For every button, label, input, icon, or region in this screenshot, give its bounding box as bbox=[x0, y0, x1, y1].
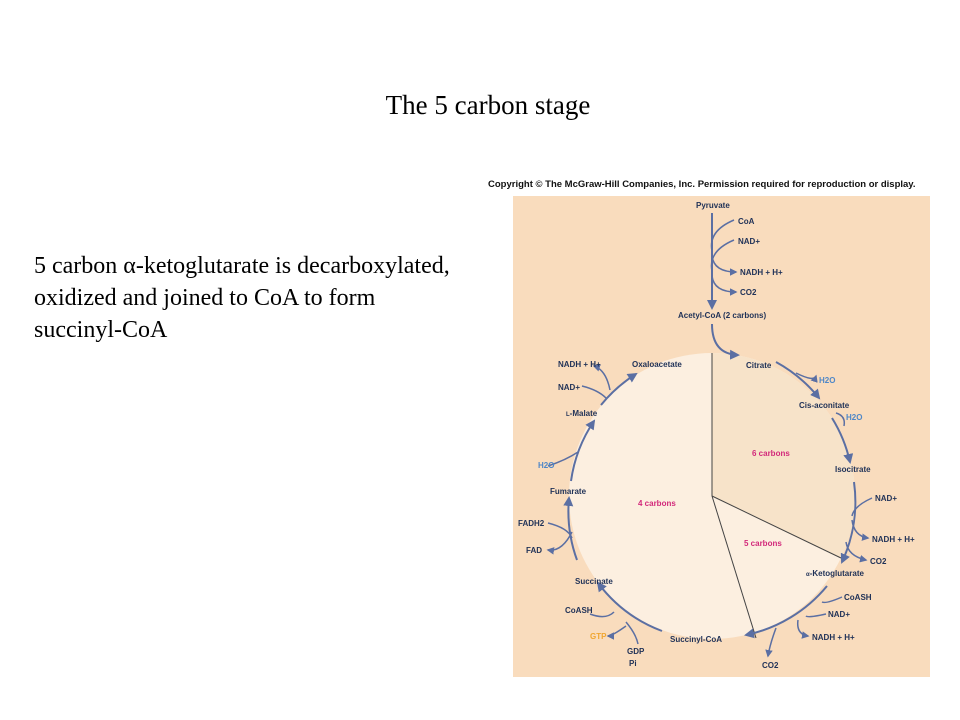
slide-title: The 5 carbon stage bbox=[385, 90, 591, 120]
acetyl-entry-arrow bbox=[711, 323, 740, 360]
label-h2o-1: H2O bbox=[819, 376, 835, 385]
label-coash-suc: CoASH bbox=[565, 606, 593, 615]
label-nadh-top: NADH + H+ bbox=[740, 268, 783, 277]
arc-iso-akg bbox=[840, 481, 857, 564]
label-fumarate: Fumarate bbox=[550, 487, 587, 496]
h2o-out-arrow bbox=[795, 372, 818, 383]
arc-malate-oxalo bbox=[600, 372, 638, 406]
h2o-in-arrow bbox=[835, 412, 846, 427]
label-cis-aconitate: Cis-aconitate bbox=[799, 401, 850, 410]
arc-cis-iso bbox=[831, 417, 854, 464]
h2o-fum-in-arrow bbox=[547, 451, 579, 467]
coash-suc-out-arrow bbox=[589, 611, 615, 618]
region-4-carbons: 4 carbons bbox=[638, 499, 676, 508]
label-nadh-akg: NADH + H+ bbox=[812, 633, 855, 642]
label-isocitrate: Isocitrate bbox=[835, 465, 871, 474]
divider-bottom bbox=[711, 495, 757, 639]
body-text: 5 carbon α-ketoglutarate is decarboxylat… bbox=[34, 253, 450, 343]
label-nad-iso: NAD+ bbox=[875, 494, 897, 503]
label-succinyl-coa: Succinyl-CoA bbox=[670, 635, 722, 644]
co2-out-arrow bbox=[711, 275, 738, 296]
nadh-mal-out-arrow bbox=[592, 364, 611, 391]
co2-iso-out-arrow bbox=[845, 541, 868, 563]
region-5-carbons: 5 carbons bbox=[744, 539, 782, 548]
wedge-6-carbons bbox=[712, 353, 856, 558]
fadh2-out-arrow bbox=[546, 531, 573, 555]
nad-akg-in-arrow bbox=[805, 613, 827, 618]
arc-akg-succoa bbox=[744, 585, 828, 639]
arc-succoa-succinate bbox=[596, 581, 663, 632]
label-citrate: Citrate bbox=[746, 361, 772, 370]
label-fad: FAD bbox=[526, 546, 542, 555]
label-succinate: Succinate bbox=[575, 577, 613, 586]
krebs-cycle-diagram: Copyright © The McGraw-Hill Companies, I… bbox=[488, 179, 930, 677]
label-co2-akg: CO2 bbox=[762, 661, 779, 670]
nad-in-arrow bbox=[710, 239, 735, 272]
nadh-iso-out-arrow bbox=[851, 519, 870, 541]
co2-akg-out-arrow bbox=[765, 627, 777, 658]
label-oxaloacetate: Oxaloacetate bbox=[632, 360, 682, 369]
fad-in-arrow bbox=[547, 522, 573, 539]
nad-iso-in-arrow bbox=[851, 497, 873, 517]
label-h2o-fum: H2O bbox=[538, 461, 554, 470]
copyright-notice: Copyright © The McGraw-Hill Companies, I… bbox=[488, 179, 916, 190]
nad-mal-in-arrow bbox=[581, 385, 607, 399]
coa-in-arrow bbox=[710, 219, 735, 252]
label-co2-iso: CO2 bbox=[870, 557, 887, 566]
nadh-out-arrow bbox=[711, 255, 738, 276]
label-nadh-iso: NADH + H+ bbox=[872, 535, 915, 544]
arc-succinate-fumarate bbox=[563, 496, 578, 561]
label-nad-akg: NAD+ bbox=[828, 610, 850, 619]
label-nad-top: NAD+ bbox=[738, 237, 760, 246]
label-h2o-2: H2O bbox=[846, 413, 862, 422]
label-pi: Pi bbox=[629, 659, 637, 668]
nadh-akg-out-arrow bbox=[796, 619, 810, 639]
label-acetyl-coa: Acetyl-CoA (2 carbons) bbox=[678, 311, 767, 320]
label-fadh2: FADH2 bbox=[518, 519, 545, 528]
label-nad-mal: NAD+ bbox=[558, 383, 580, 392]
label-gdp: GDP bbox=[627, 647, 645, 656]
region-6-carbons: 6 carbons bbox=[752, 449, 790, 458]
label-nadh-mal: NADH + H+ bbox=[558, 360, 601, 369]
krebs-cycle-figure: Copyright © The McGraw-Hill Companies, I… bbox=[486, 176, 960, 686]
coash-akg-in-arrow bbox=[821, 596, 843, 604]
label-ketoglutarate: α-Ketoglutarate bbox=[806, 569, 864, 578]
label-malate: L-Malate bbox=[566, 409, 598, 418]
label-pyruvate: Pyruvate bbox=[696, 201, 730, 210]
label-coash-akg: CoASH bbox=[844, 593, 872, 602]
label-coa: CoA bbox=[738, 217, 755, 226]
gtp-out-arrow bbox=[606, 625, 627, 640]
label-gtp: GTP bbox=[590, 632, 607, 641]
label-co2-top: CO2 bbox=[740, 288, 757, 297]
arc-fumarate-malate bbox=[570, 419, 596, 482]
gdp-in-arrow bbox=[625, 621, 639, 645]
arc-citrate-cis bbox=[775, 361, 821, 400]
divider-right bbox=[711, 495, 842, 559]
